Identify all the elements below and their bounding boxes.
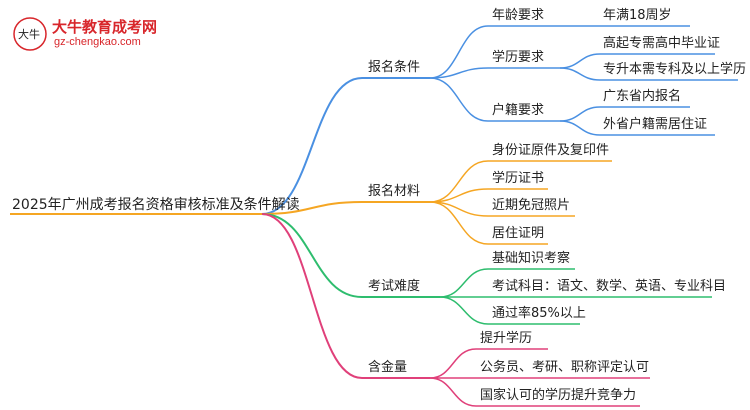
- node-education-requirement: 学历要求: [492, 50, 545, 65]
- edge-residence-guangdong: [559, 106, 601, 122]
- leaf-college-degree: 专升本需专科及以上学历: [603, 62, 747, 77]
- node-residence-requirement: 户籍要求: [492, 103, 545, 118]
- leaf-highschool-diploma: 高起专需高中毕业证: [603, 36, 721, 51]
- branch-node-registration-conditions: 报名条件: [368, 60, 421, 75]
- edge-education-highschool: [559, 53, 601, 69]
- leaf-exam-subjects: 考试科目：语文、数学、英语、专业科目: [492, 279, 727, 294]
- edge-value-improve: [429, 348, 477, 379]
- branch-node-value: 含金量: [368, 360, 408, 375]
- logo-mark-text: 大牛: [18, 27, 40, 41]
- logo: 大牛 大牛教育成考网 gz-chengkao.com: [10, 14, 170, 54]
- edge-difficulty-basic: [439, 268, 489, 298]
- edge-materials-proof: [429, 201, 489, 245]
- branch-node-exam-difficulty: 考试难度: [368, 279, 421, 294]
- edge-conditions-education: [429, 67, 489, 79]
- leaf-pass-rate: 通过率85%以上: [492, 306, 586, 321]
- leaf-diploma: 学历证书: [492, 171, 545, 186]
- branch-node-registration-materials: 报名材料: [368, 184, 421, 199]
- logo-title: 大牛教育成考网: [52, 18, 158, 36]
- edge-residence-permit: [559, 120, 601, 136]
- edge-root-difficulty: [261, 213, 363, 298]
- edge-difficulty-passrate: [439, 296, 489, 325]
- edge-conditions-age: [429, 25, 489, 79]
- leaf-improve-education: 提升学历: [480, 331, 533, 346]
- edge-conditions-residence: [429, 77, 489, 122]
- edge-root-conditions: [261, 77, 363, 215]
- logo-url: gz-chengkao.com: [54, 36, 141, 48]
- leaf-recognition: 公务员、考研、职称评定认可: [480, 360, 650, 375]
- edge-root-materials: [261, 201, 363, 215]
- edge-education-college: [559, 67, 601, 81]
- leaf-residence-proof: 居住证明: [492, 226, 545, 241]
- root-node: 2025年广州成考报名资格审核标准及条件解读: [12, 197, 300, 213]
- node-age-requirement: 年龄要求: [492, 8, 545, 23]
- leaf-photo: 近期免冠照片: [492, 198, 571, 213]
- edge-value-competitiveness: [429, 377, 477, 407]
- edge-materials-id: [429, 160, 489, 203]
- edge-root-value: [261, 213, 363, 379]
- leaf-age-18: 年满18周岁: [603, 8, 672, 23]
- leaf-residence-permit: 外省户籍需居住证: [603, 117, 708, 132]
- leaf-competitiveness: 国家认可的学历提升竞争力: [480, 388, 637, 403]
- leaf-id-card: 身份证原件及复印件: [492, 143, 610, 158]
- leaf-basic-knowledge: 基础知识考察: [492, 251, 571, 266]
- logo-mark-icon: 大牛: [13, 17, 47, 51]
- leaf-guangdong-registration: 广东省内报名: [603, 89, 682, 104]
